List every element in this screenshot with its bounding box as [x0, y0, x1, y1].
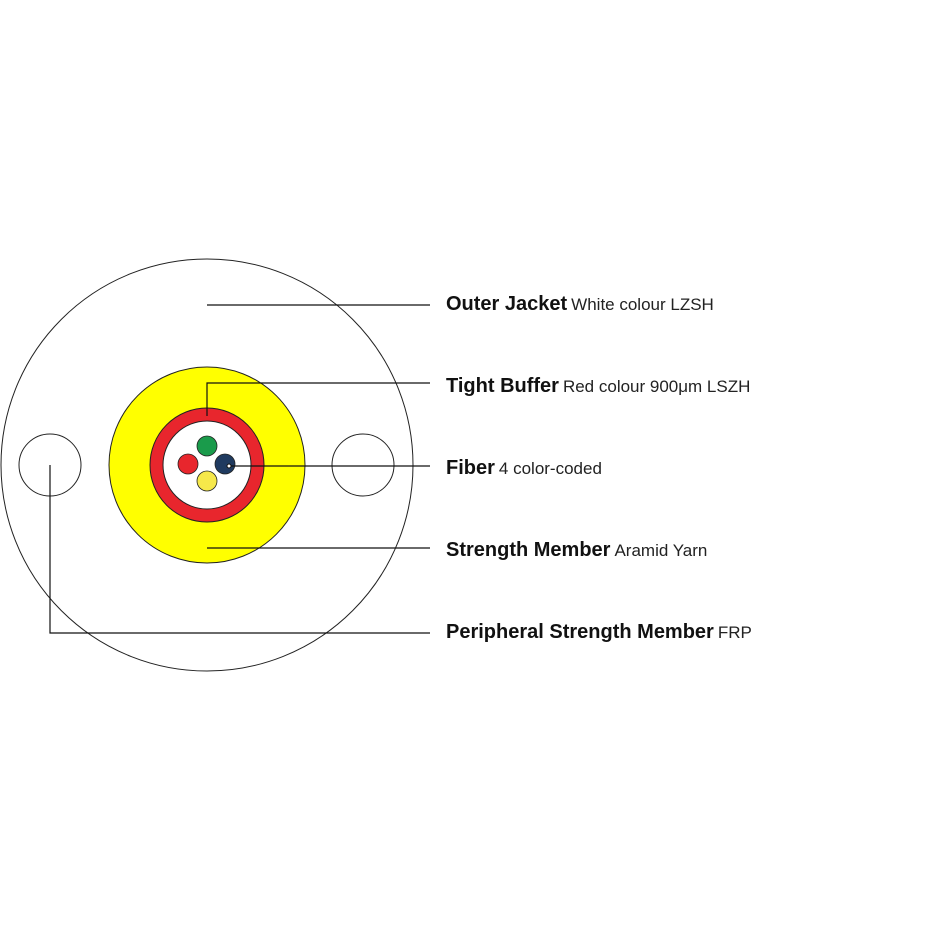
peripheral-strength-member-right	[331, 433, 395, 497]
label-tight-buffer-name: Tight Buffer	[446, 375, 559, 397]
fiber-yellow	[196, 470, 218, 492]
fiber-red	[177, 453, 199, 475]
tight-buffer-inner	[162, 420, 252, 510]
fiber-blue	[214, 453, 236, 475]
leader-peripheral-strength-member	[49, 465, 430, 634]
label-outer-jacket-name: Outer Jacket	[446, 293, 568, 315]
leader-tight-buffer	[206, 382, 430, 416]
leader-fiber-dot	[226, 463, 232, 469]
label-tight-buffer-desc: Red colour 900μm LSZH	[562, 377, 751, 396]
label-strength-member-name: Strength Member	[446, 539, 611, 561]
label-fiber-desc: 4 color-coded	[498, 459, 602, 478]
label-fiber-name: Fiber	[446, 457, 495, 479]
fiber-green	[196, 435, 218, 457]
label-peripheral-strength-member-name: Peripheral Strength Member	[446, 621, 714, 643]
label-peripheral-strength-member-desc: FRP	[717, 623, 752, 642]
label-outer-jacket-desc: White colour LZSH	[571, 295, 714, 314]
label-strength-member-desc: Aramid Yarn	[614, 541, 708, 560]
